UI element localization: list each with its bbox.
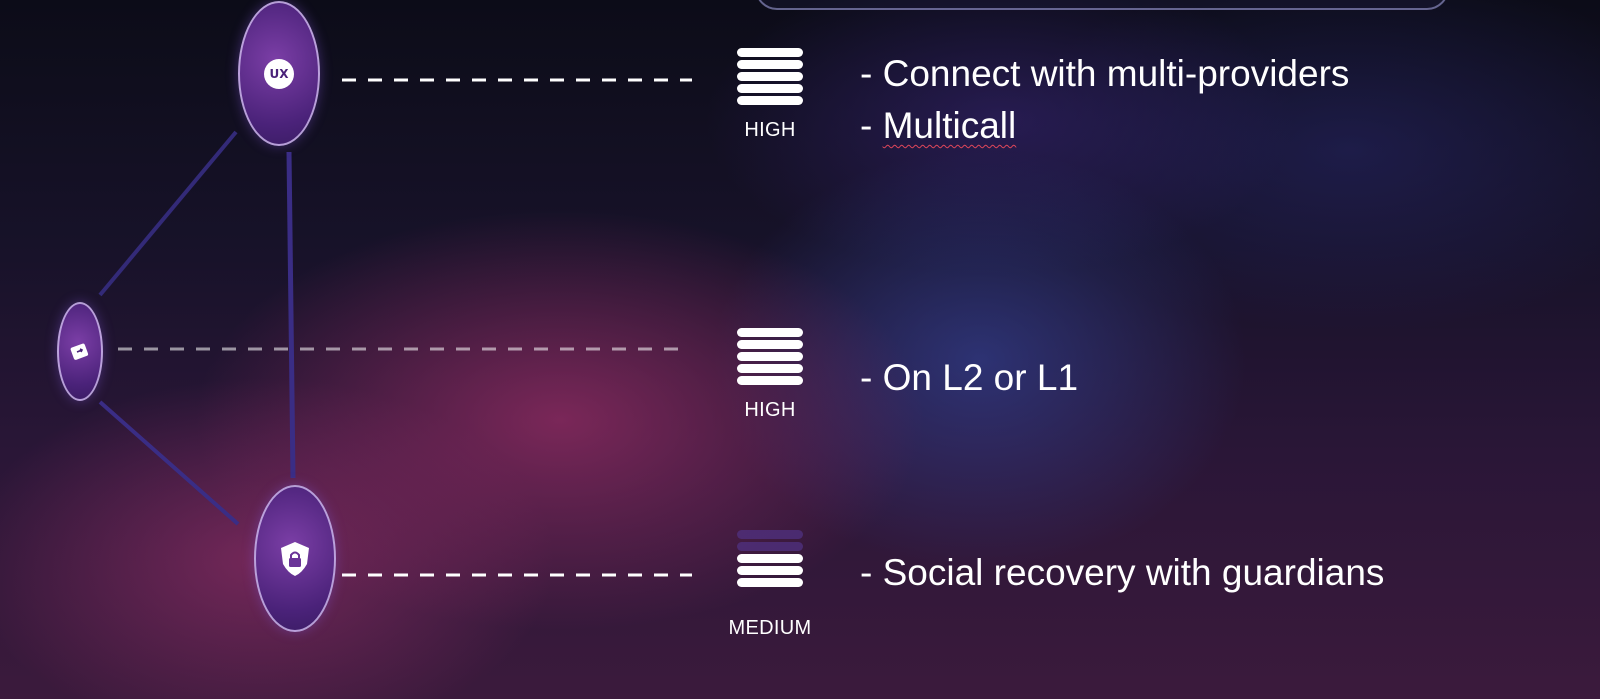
level-label: HIGH [744, 399, 796, 421]
link-wallet-security [98, 400, 240, 526]
feature-item: - Multicall [860, 100, 1349, 152]
level-bars [720, 48, 820, 105]
link-ux-security [286, 151, 296, 479]
level-indicator-ux: HIGH [720, 48, 820, 142]
feature-list-security: - Social recovery with guardians [860, 547, 1384, 599]
feature-list-wallet: - On L2 or L1 [860, 352, 1078, 404]
level-bar [737, 72, 803, 81]
feature-bullet: - [860, 105, 883, 146]
level-label: MEDIUM [728, 617, 812, 639]
level-bar [737, 352, 803, 361]
level-bars [720, 530, 820, 587]
feature-bullet: - [860, 357, 883, 398]
feature-item: - Social recovery with guardians [860, 547, 1384, 599]
level-bar [737, 530, 803, 539]
level-bar [737, 542, 803, 551]
level-bar [737, 96, 803, 105]
ux-node: UX [238, 1, 320, 146]
level-label: HIGH [744, 119, 796, 141]
security-node [254, 485, 336, 632]
level-bars [720, 328, 820, 385]
level-bar [737, 566, 803, 575]
feature-text: Connect with multi-providers [882, 53, 1350, 94]
level-bar [737, 48, 803, 57]
feature-item: - Connect with multi-providers [860, 48, 1349, 100]
level-bar [737, 60, 803, 69]
level-bar [737, 328, 803, 337]
level-indicator-security: MEDIUM [720, 530, 820, 640]
shield-lock-icon [281, 541, 309, 576]
feature-bullet: - [860, 552, 883, 593]
level-bar [737, 554, 803, 563]
level-bar [737, 578, 803, 587]
level-bar [737, 364, 803, 373]
feature-item: - On L2 or L1 [860, 352, 1078, 404]
ux-icon: UX [264, 58, 294, 89]
link-ux-wallet [98, 130, 238, 297]
feature-text: On L2 or L1 [882, 357, 1079, 398]
wallet-transfer-icon [70, 343, 89, 360]
wallet-node [57, 302, 103, 401]
level-bar [737, 376, 803, 385]
feature-list-ux: - Connect with multi-providers - Multica… [860, 48, 1349, 152]
feature-bullet: - [860, 53, 883, 94]
feature-text: Multicall [882, 105, 1017, 146]
feature-text: Social recovery with guardians [882, 552, 1385, 593]
level-bar [737, 340, 803, 349]
level-indicator-wallet: HIGH [720, 328, 820, 422]
level-bar [737, 84, 803, 93]
